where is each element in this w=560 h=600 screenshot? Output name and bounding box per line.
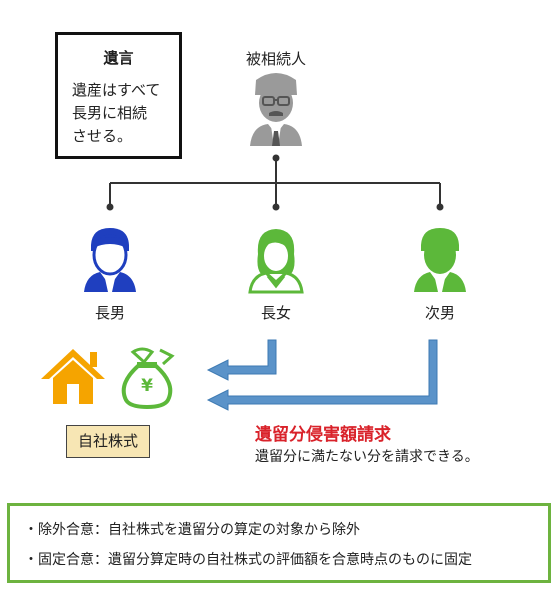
heir-label-second-son: 次男 <box>424 304 455 322</box>
company-stock-box: 自社株式 <box>66 425 150 458</box>
will-title: 遺言 <box>103 49 134 67</box>
will-text: 遺産はすべて 長男に相続 させる。 <box>72 79 172 148</box>
tree-node-dots <box>106 154 444 211</box>
money-bag-icon <box>121 347 175 410</box>
will-line: 長男に相続 <box>72 104 148 122</box>
heir-label-eldest-daughter: 長女 <box>260 304 291 322</box>
heir-label-eldest-son: 長男 <box>94 304 125 322</box>
will-box: 遺言 遺産はすべて 長男に相続 させる。 <box>55 32 182 159</box>
claim-arrows <box>206 339 438 411</box>
agreement-exclusion: ・除外合意：自社株式を遺留分の算定の対象から除外 <box>24 522 360 538</box>
claim-description: 遺留分に満たない分を請求できる。 <box>255 449 479 465</box>
eldest-son-icon <box>84 228 136 292</box>
decedent-label: 被相続人 <box>245 50 306 68</box>
will-line: 遺産はすべて <box>72 81 161 99</box>
claim-title: 遺留分侵害額請求 <box>255 425 391 445</box>
will-line: させる。 <box>72 127 133 145</box>
family-tree-lines <box>109 158 441 207</box>
yen-symbol: ¥ <box>141 376 153 396</box>
agreement-box: ・除外合意：自社株式を遺留分の算定の対象から除外 ・固定合意：遺留分算定時の自社… <box>7 503 551 583</box>
second-son-icon <box>414 228 466 292</box>
eldest-daughter-icon <box>248 229 304 294</box>
agreement-fixed-value: ・固定合意：遺留分算定時の自社株式の評価額を合意時点のものに固定 <box>24 552 472 568</box>
decedent-person-icon <box>250 73 302 146</box>
house-icon <box>41 349 105 404</box>
